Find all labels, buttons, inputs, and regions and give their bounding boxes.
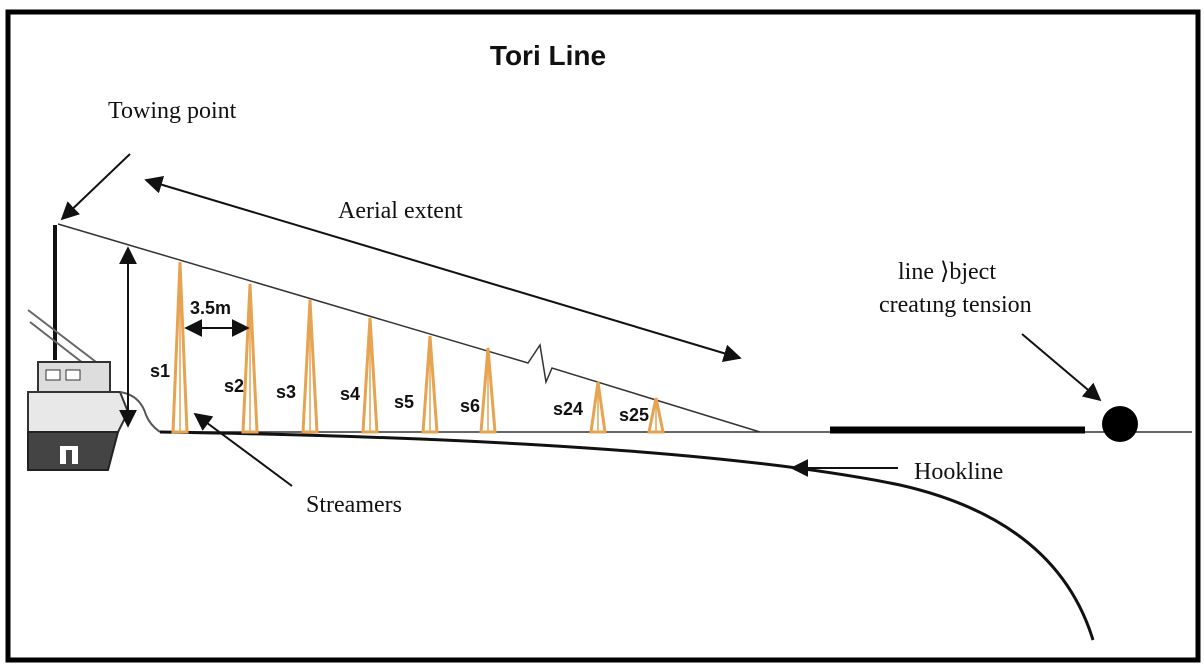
streamers-label: Streamers [306, 492, 402, 518]
streamer-label-s5: s5 [394, 392, 414, 412]
streamer-label-s24: s24 [553, 399, 583, 419]
aerial-extent-label: Aerial extent [338, 198, 463, 224]
tension-label-line1: line ⟩bject [898, 259, 996, 285]
diagram-title: Tori Line [490, 40, 606, 71]
spacing-label: 3.5m [190, 298, 231, 318]
streamer-label-s4: s4 [340, 384, 360, 404]
towing-point-arrow [60, 153, 131, 221]
tension-arrow [1021, 333, 1102, 402]
streamer-label-s2: s2 [224, 376, 244, 396]
streamer-label-s25: s25 [619, 405, 649, 425]
tension-label-line2: creatıng tension [879, 292, 1032, 318]
hookline-label: Hookline [914, 459, 1003, 485]
aerial-extent-arrow [144, 176, 742, 362]
towing-point-label: Towing point [108, 98, 237, 124]
streamers-group: s1 s2 s3 s4 s5 s6 s24 s25 [150, 261, 665, 434]
streamers-arrow [193, 412, 293, 487]
boat [27, 225, 161, 471]
tension-object [1102, 406, 1138, 442]
streamer-label-s6: s6 [460, 396, 480, 416]
streamer-label-s3: s3 [276, 382, 296, 402]
streamer-label-s1: s1 [150, 361, 170, 381]
